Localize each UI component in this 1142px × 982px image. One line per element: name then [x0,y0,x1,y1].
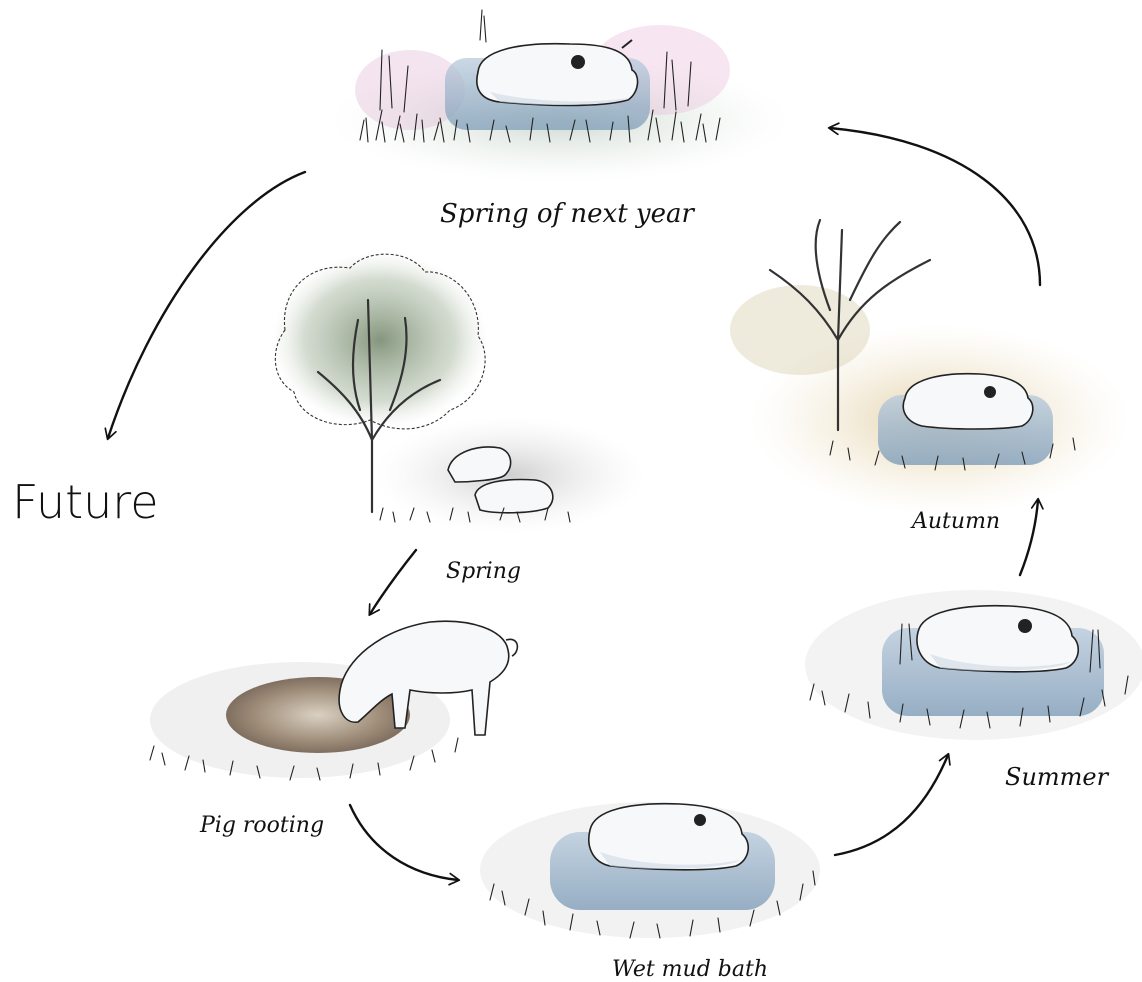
label-autumn: Autumn [910,509,1000,534]
arrow-summer-to-autumn [1018,497,1044,577]
arrow-spring-to-rooting [368,548,418,617]
label-summer: Summer [1005,763,1110,791]
pig-figure [476,39,639,107]
scene-summer [805,590,1142,740]
label-spring: Spring [446,559,521,584]
pig-figure [588,802,749,871]
label-spring-next-year: Spring of next year [440,199,695,229]
scene-wet-mud-bath [480,802,820,939]
arrow-rooting-to-mudbath [348,803,461,886]
label-pig-rooting: Pig rooting [199,813,324,838]
arrow-mudbath-to-summer [833,752,951,857]
arrow-autumn-to-next-year [827,122,1042,287]
label-wet-mud-bath: Wet mud bath [612,957,768,982]
label-future: Future [12,475,159,529]
scene-spring-next-year [330,9,790,182]
arrow-next-year-to-future [104,170,307,441]
scene-autumn [730,218,1130,515]
pig-figure [338,620,519,736]
scene-pig-rooting [149,620,519,781]
pig-figure [447,446,554,514]
pig-figure [916,604,1079,673]
labels: Spring of next year Spring Pig rooting W… [12,199,1110,982]
pig-figure [902,372,1034,430]
scene-spring [272,252,645,533]
cycle-arrows [104,122,1044,886]
